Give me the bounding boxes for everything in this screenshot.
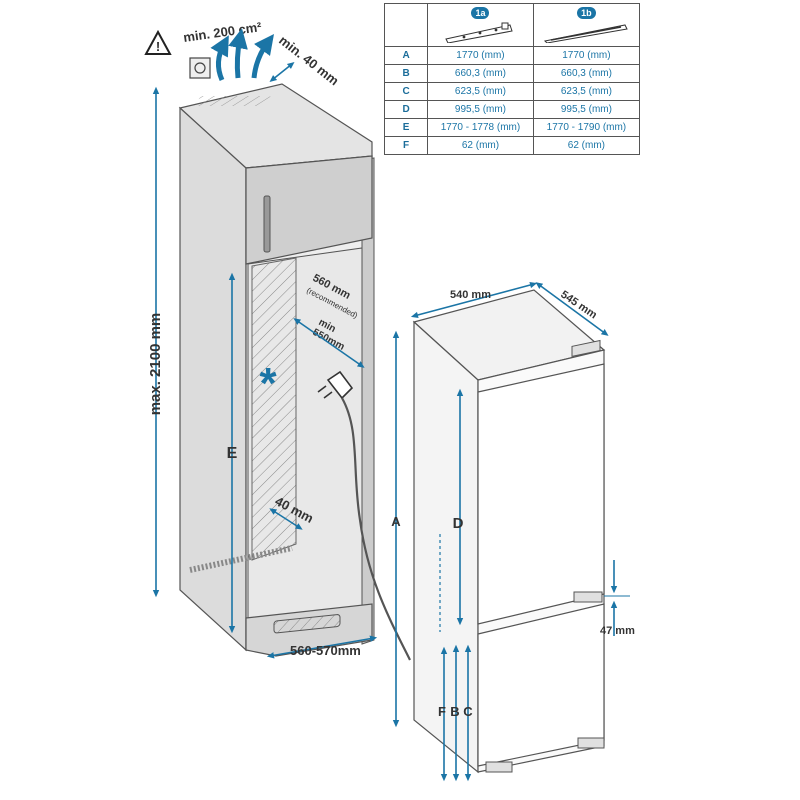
e-label: E <box>227 445 238 462</box>
spec-row-d: D 995,5 (mm) 995,5 (mm) <box>383 100 641 119</box>
cabinet-width-dimension <box>266 635 378 659</box>
f-label: F <box>438 704 446 719</box>
cabinet-height-label: max. 2100 mm <box>147 313 164 416</box>
ventilation-group: ! min. 200 cm² min. 40 mm <box>144 19 342 89</box>
spec-row-f: F 62 (mm) 62 (mm) <box>383 136 641 155</box>
svg-text:!: ! <box>156 39 160 54</box>
airflow-arrows-icon <box>210 28 274 82</box>
spec-value-1b: 1770 - 1790 (mm) <box>532 118 641 137</box>
warning-triangle-icon: ! <box>144 29 172 55</box>
plinth-vent <box>273 614 341 634</box>
spec-header-empty <box>383 3 429 47</box>
badge-1b: 1b <box>577 7 596 19</box>
a-label: A <box>391 514 401 529</box>
door-gap-label: 47 mm <box>600 625 635 637</box>
appliance-width-label: 540 mm <box>450 289 491 301</box>
top-gap-label: min. 40 mm <box>276 33 342 89</box>
asterisk-mark: * <box>259 359 277 408</box>
spec-key: A <box>383 46 429 65</box>
cabinet-group: * max. 2100 mm E 560 mm (recommended) mi… <box>147 83 411 661</box>
spec-value-1a: 660,3 (mm) <box>427 64 534 83</box>
upper-door <box>477 363 605 625</box>
spec-value-1b: 1770 (mm) <box>532 46 641 65</box>
c-label: C <box>463 704 473 719</box>
appliance-width-dimension <box>410 281 538 319</box>
spec-value-1a: 62 (mm) <box>427 136 534 155</box>
badge-1a: 1a <box>471 7 490 19</box>
power-plug-icon <box>317 370 411 661</box>
spec-value-1b: 62 (mm) <box>532 136 641 155</box>
cabinet-depth-dimension <box>293 318 365 368</box>
spec-value-1a: 623,5 (mm) <box>427 82 534 101</box>
spec-table: 1a 1b A 1770 (mm) 1770 (mm) B 660,3 (mm)… <box>383 3 641 155</box>
rear-gap-dimension <box>269 508 303 530</box>
appliance-group: 540 mm 545 mm A D 47 mm F B C <box>391 281 635 782</box>
spec-key: B <box>383 64 429 83</box>
spec-row-e: E 1770 - 1778 (mm) 1770 - 1790 (mm) <box>383 118 641 137</box>
bracket-1a-icon <box>445 22 514 43</box>
spec-value-1b: 660,3 (mm) <box>532 64 641 83</box>
spec-key: E <box>383 118 429 137</box>
top-gap-dimension <box>269 62 295 82</box>
spec-row-c: C 623,5 (mm) 623,5 (mm) <box>383 82 641 101</box>
appliance-depth-dimension <box>535 282 609 336</box>
spec-table-header: 1a 1b <box>383 3 641 47</box>
cabinet-width-label: 560-570mm <box>290 643 361 658</box>
spec-row-a: A 1770 (mm) 1770 (mm) <box>383 46 641 65</box>
d-label: D <box>453 515 464 532</box>
door-handle <box>263 195 271 253</box>
bracket-1b-icon <box>544 24 629 43</box>
spec-header-1b: 1b <box>532 3 641 47</box>
spec-row-b: B 660,3 (mm) 660,3 (mm) <box>383 64 641 83</box>
ventilation-area-label: min. 200 cm² <box>182 19 263 45</box>
spec-header-1a: 1a <box>427 3 534 47</box>
spec-value-1a: 1770 - 1778 (mm) <box>427 118 534 137</box>
spec-value-1b: 623,5 (mm) <box>532 82 641 101</box>
spec-value-1a: 1770 (mm) <box>427 46 534 65</box>
spec-key: F <box>383 136 429 155</box>
spec-key: C <box>383 82 429 101</box>
spec-value-1a: 995,5 (mm) <box>427 100 534 119</box>
spec-value-1b: 995,5 (mm) <box>532 100 641 119</box>
spec-key: D <box>383 100 429 119</box>
socket-icon <box>189 57 211 79</box>
b-label: B <box>450 704 459 719</box>
